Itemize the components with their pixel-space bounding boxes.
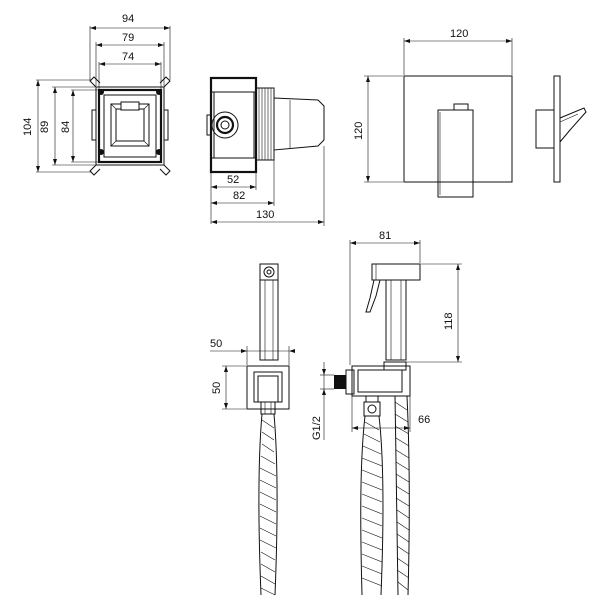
dim-holder-height-50: 50 [211, 382, 223, 394]
dim-box-width-79: 79 [122, 32, 134, 44]
dim-holder-depth-66: 66 [418, 414, 430, 426]
dim-box-depth-52: 52 [227, 174, 239, 186]
dim-box-depth-130: 130 [256, 209, 274, 221]
box-front-view: 94 79 74 104 89 84 [22, 13, 171, 176]
handset-side-view: 81 118 G1/2 66 [311, 230, 462, 596]
holder-front-view: 50 50 [210, 263, 295, 596]
dim-handset-height-118: 118 [443, 312, 455, 330]
box-side-view: 52 82 130 [206, 76, 325, 226]
dim-plate-width-120: 120 [450, 28, 468, 40]
dim-box-depth-82: 82 [233, 190, 245, 202]
dim-box-height-84: 84 [60, 121, 72, 133]
dim-holder-width-50: 50 [210, 338, 222, 350]
dim-box-height-104: 104 [22, 118, 34, 136]
plate-front-view: 120 120 [353, 28, 513, 198]
dim-box-height-89: 89 [39, 121, 51, 133]
dim-box-width-94: 94 [122, 13, 134, 25]
dim-handset-width-81: 81 [379, 230, 391, 242]
dim-plate-height-120: 120 [353, 122, 365, 140]
dim-box-width-74: 74 [122, 51, 134, 63]
dim-thread-g12: G1/2 [311, 416, 323, 440]
mixer-side-view [535, 75, 587, 183]
